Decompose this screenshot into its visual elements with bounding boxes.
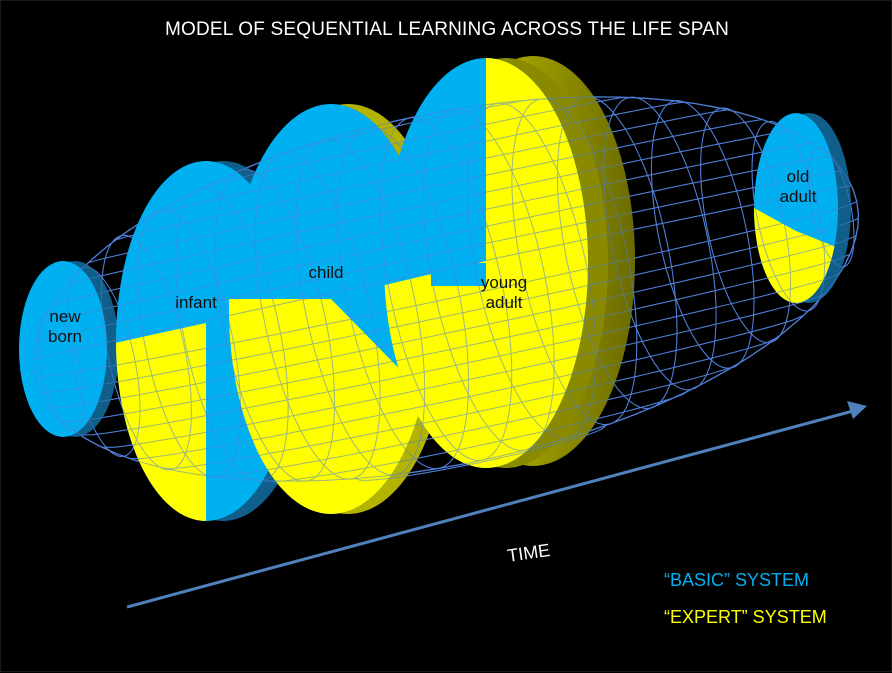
wireframe-meridian-line <box>337 126 470 470</box>
newborn-disc-face <box>19 261 107 437</box>
ellipsoid-wireframe-front <box>33 96 859 483</box>
wireframe-meridian-line <box>254 152 381 480</box>
time-arrow-head <box>847 401 867 419</box>
legend-basic-system: “BASIC” SYSTEM <box>664 570 810 590</box>
legend-expert-system: “EXPERT” SYSTEM <box>664 607 827 627</box>
wireframe-latitude-line <box>265 390 690 483</box>
disc-newborn <box>19 261 119 437</box>
wireframe-latitude-line <box>203 96 627 188</box>
wireframe-meridian-line <box>100 234 192 471</box>
stage-label-old-adult: old adult <box>779 167 817 207</box>
wireframe-latitude-line <box>49 235 857 408</box>
wireframe-meridian-line <box>466 102 597 440</box>
wireframe-latitude-line <box>163 337 777 470</box>
wireframe-meridian-line <box>214 168 336 482</box>
wireframe-latitude-line <box>102 293 825 448</box>
wireframe-meridian-line <box>295 138 426 476</box>
wireframe-meridian-line <box>511 98 638 426</box>
wireframe-meridian-line <box>422 108 555 452</box>
wireframe-latitude-line <box>152 101 685 216</box>
wireframe-latitude-line <box>62 253 851 423</box>
wireframe-outline <box>33 96 859 482</box>
stage-label-infant: infant <box>175 293 217 312</box>
stage-label-newborn: new born <box>47 307 83 347</box>
time-arrow-shaft <box>126 409 854 609</box>
wireframe-meridian-line <box>175 187 289 482</box>
child-expert-sector <box>229 299 433 514</box>
wireframe-latitude-line <box>52 142 813 305</box>
wireframe-latitude-line <box>285 98 537 154</box>
wireframe-latitude-line <box>87 119 763 264</box>
time-arrow <box>126 401 867 609</box>
wireframe-latitude-line <box>41 155 830 325</box>
disc-young-adult <box>384 56 635 468</box>
wireframe-latitude-line <box>207 362 741 478</box>
disc-old-adult <box>754 113 851 303</box>
wireframe-latitude-line <box>35 170 843 343</box>
wireframe-latitude-line <box>79 273 840 436</box>
wireframe-latitude-line <box>115 109 729 241</box>
wireframe-latitude-line <box>67 130 790 285</box>
wireframe-latitude-line <box>129 314 805 460</box>
wireframe-meridian-line <box>66 266 141 458</box>
stage-label-child: child <box>308 263 344 282</box>
wireframe-meridian-line <box>379 116 513 462</box>
wireframe-latitude-line <box>40 217 859 393</box>
diagram-title: MODEL OF SEQUENTIAL LEARNING ACROSS THE … <box>164 19 730 40</box>
wireframe-latitude-line <box>355 425 607 481</box>
stage-label-young-adult: young adult <box>480 273 528 313</box>
wireframe-latitude-line <box>33 185 852 361</box>
wireframe-meridian-line <box>807 146 855 268</box>
wireframe-latitude-line <box>35 201 857 377</box>
wireframe-meridian-line <box>603 96 717 391</box>
